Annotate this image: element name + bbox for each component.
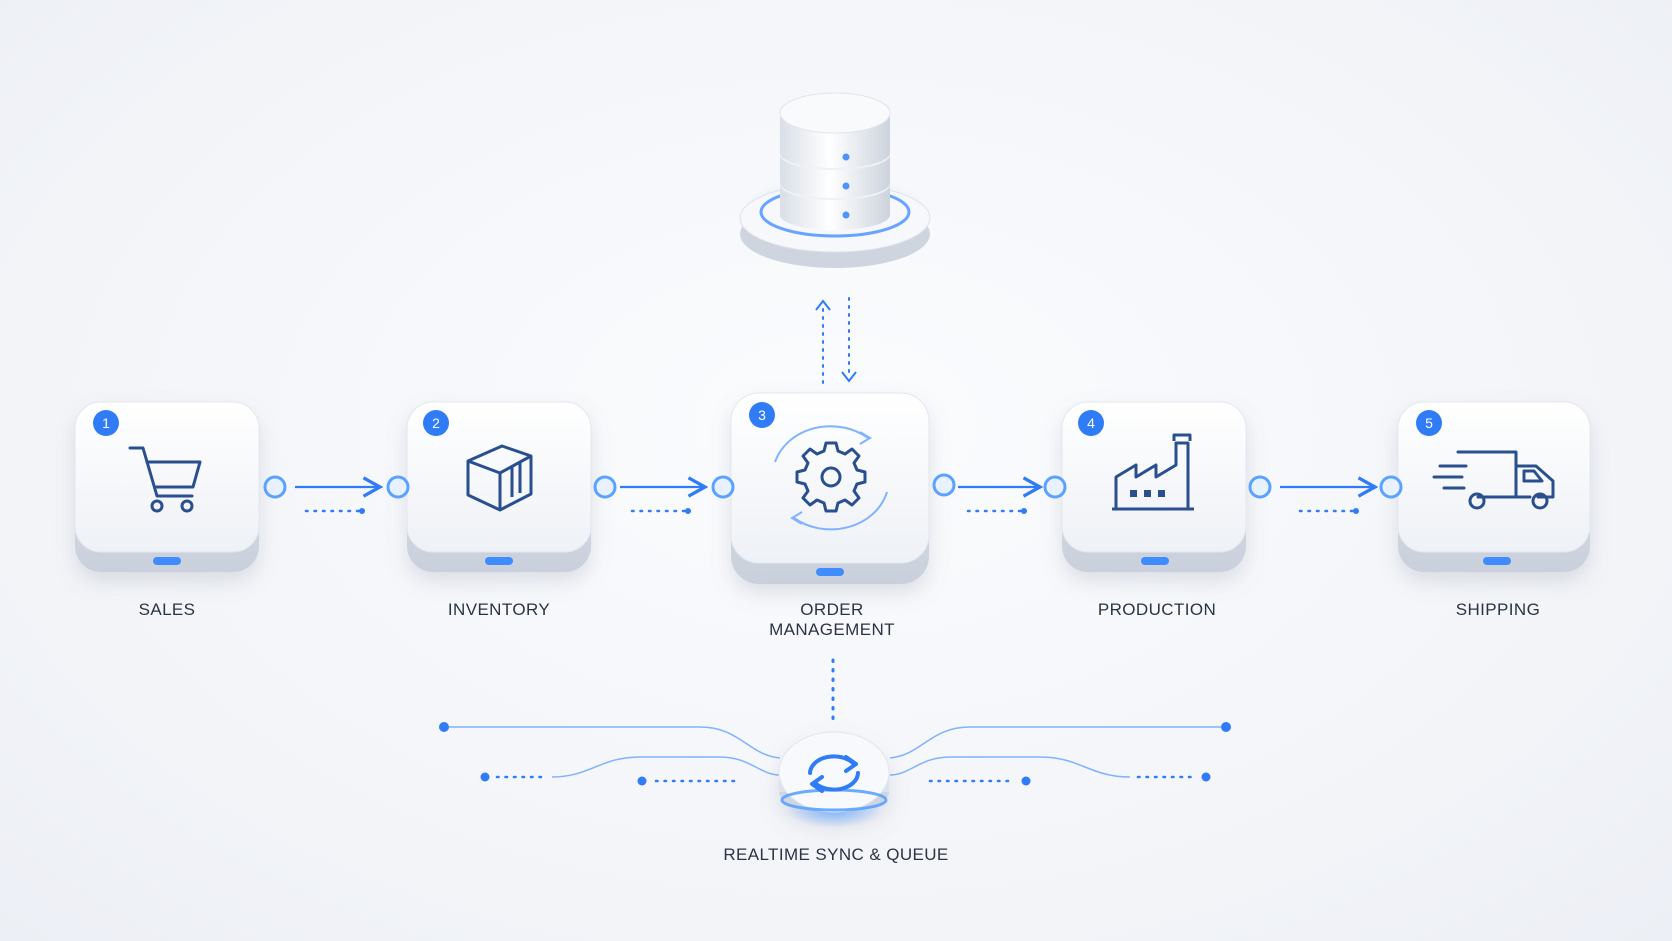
- factory-icon: [1112, 433, 1194, 511]
- database-connector: [815, 297, 857, 384]
- step-badge: [749, 402, 775, 428]
- connector-3-4: [958, 476, 1044, 514]
- port-out: [593, 475, 617, 499]
- gear-sync-icon: [774, 425, 888, 531]
- status-light: [153, 557, 181, 565]
- step-badge: [1416, 410, 1442, 436]
- status-light: [816, 568, 844, 576]
- node-label: PRODUCTION: [1098, 600, 1216, 619]
- database-icon: [779, 92, 891, 230]
- step-number: 1: [102, 415, 110, 431]
- step-badge: [423, 410, 449, 436]
- node-label: SHIPPING: [1456, 600, 1540, 619]
- port-in: [1043, 475, 1067, 499]
- step-badge: [1078, 410, 1104, 436]
- step-number: 4: [1087, 415, 1095, 431]
- node-production[interactable]: [1061, 401, 1247, 572]
- box-icon: [466, 444, 533, 512]
- step-number: 2: [432, 415, 440, 431]
- connector-4-5: [1280, 476, 1379, 514]
- step-number: 5: [1425, 415, 1433, 431]
- node-label: SALES: [139, 600, 196, 619]
- connector-2-3: [620, 476, 709, 514]
- port-out: [263, 475, 287, 499]
- port-out: [1248, 475, 1272, 499]
- step-badge: [93, 410, 119, 436]
- port-in: [386, 475, 410, 499]
- port-in: [711, 475, 735, 499]
- node-label: INVENTORY: [448, 600, 550, 619]
- database[interactable]: [739, 92, 931, 268]
- port-in: [1379, 475, 1403, 499]
- port-out: [932, 473, 956, 497]
- refresh-icon: [808, 754, 860, 793]
- status-light: [1141, 557, 1169, 565]
- sync-flow-lines: [439, 722, 1231, 786]
- node-label: ORDER: [800, 600, 863, 619]
- connector-1-2: [295, 476, 384, 514]
- shopping-cart-icon: [128, 446, 202, 513]
- status-light: [1483, 557, 1511, 565]
- node-label-line2: MANAGEMENT: [769, 620, 895, 639]
- connectors: [295, 476, 1379, 514]
- sync-hub[interactable]: [778, 731, 890, 828]
- delivery-truck-icon: [1432, 450, 1555, 510]
- status-light: [485, 557, 513, 565]
- sync-label: REALTIME SYNC & QUEUE: [723, 845, 948, 864]
- step-number: 3: [758, 407, 766, 423]
- node-order-management[interactable]: [730, 392, 930, 584]
